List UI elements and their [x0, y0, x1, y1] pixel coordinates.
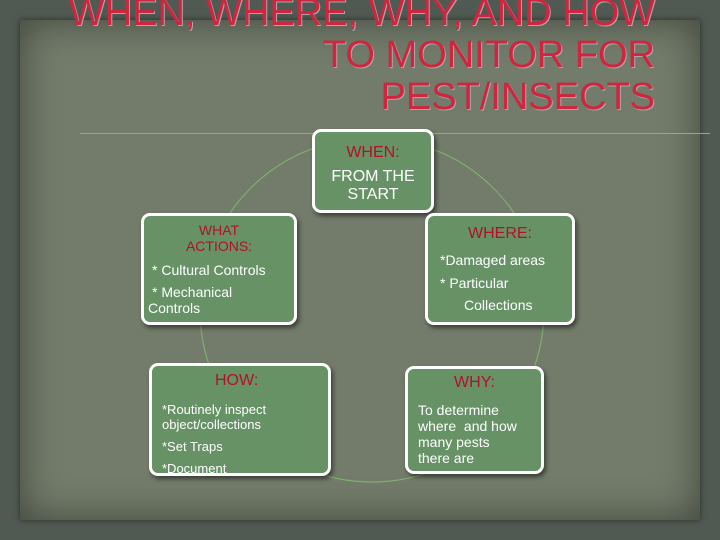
node-why: WHY: To determine where and how many pes…	[405, 366, 544, 474]
why-line-2: where and how	[418, 418, 517, 434]
what-item-2-line-2: Controls	[148, 300, 201, 316]
where-item-3: Collections	[464, 297, 533, 313]
how-item-3: *Document	[162, 461, 227, 476]
when-text: FROM THE START	[315, 168, 431, 204]
where-heading: WHERE:	[468, 225, 532, 242]
title-line-3: PEST/INSECTS	[380, 76, 656, 118]
how-item-1-line-2: object/collections	[162, 417, 261, 432]
what-item-2: * Mechanical Controls	[148, 284, 294, 316]
what-heading: WHAT ACTIONS:	[144, 222, 294, 254]
slide-title: WHEN, WHERE, WHY, AND HOW TO MONITOR FOR…	[0, 0, 655, 118]
why-heading: WHY:	[454, 374, 495, 391]
what-item-2-line-1: * Mechanical	[152, 284, 233, 300]
title-line-2: TO MONITOR FOR	[322, 34, 655, 76]
node-what-actions: WHAT ACTIONS: * Cultural Controls * Mech…	[141, 213, 297, 325]
how-item-2: *Set Traps	[162, 439, 223, 454]
how-item-1-line-1: *Routinely inspect	[162, 402, 267, 417]
what-heading-line-2: ACTIONS:	[185, 238, 253, 254]
node-where: WHERE: *Damaged areas * Particular Colle…	[425, 213, 575, 325]
what-heading-line-1: WHAT	[198, 222, 240, 238]
title-line-1: WHEN, WHERE, WHY, AND HOW	[68, 0, 655, 34]
why-line-4: there are	[418, 450, 475, 466]
when-line-2: START	[347, 186, 399, 203]
when-line-1: FROM THE	[331, 168, 415, 185]
why-line-1: To determine	[418, 402, 499, 418]
how-heading: HOW:	[215, 372, 259, 389]
where-item-2: * Particular	[440, 275, 509, 291]
node-how: HOW: *Routinely inspect object/collectio…	[149, 363, 331, 476]
why-text: To determine where and how many pests th…	[418, 402, 541, 466]
how-item-1: *Routinely inspect object/collections	[162, 402, 328, 432]
why-line-3: many pests	[418, 434, 490, 450]
node-when: WHEN: FROM THE START	[312, 129, 434, 213]
when-heading: WHEN:	[346, 144, 400, 161]
what-item-1: * Cultural Controls	[152, 262, 266, 278]
where-item-1: *Damaged areas	[440, 252, 546, 268]
slide-panel: WHEN, WHERE, WHY, AND HOW TO MONITOR FOR…	[20, 0, 710, 520]
